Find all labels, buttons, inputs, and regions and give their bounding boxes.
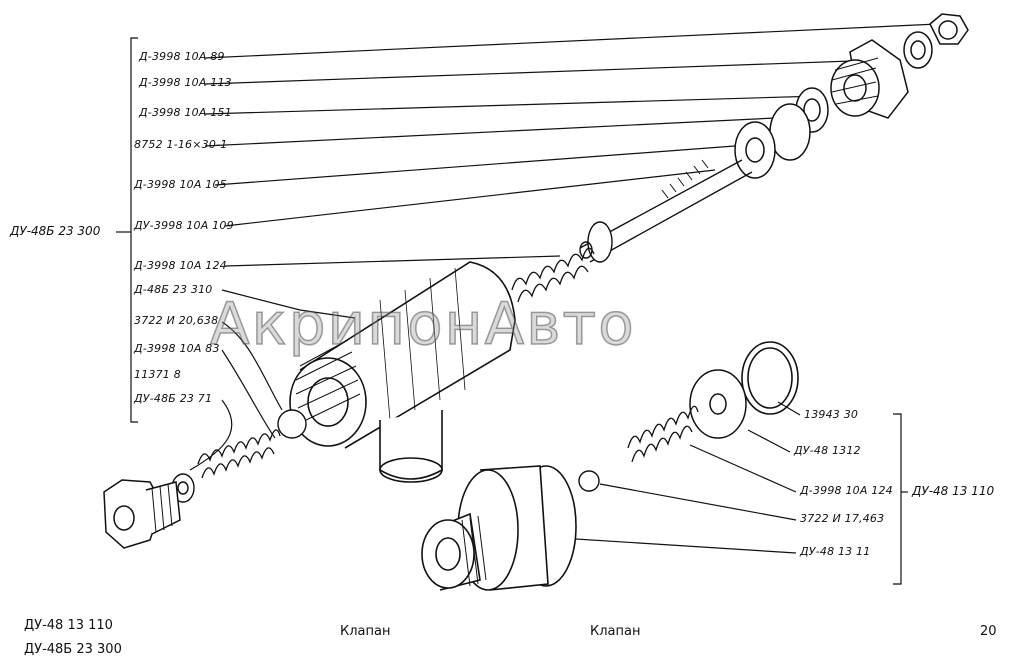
snap-ring — [741, 341, 799, 415]
left-part-label: 8752 1-16×30-1 — [134, 138, 228, 151]
left-part-label: 11371 8 — [134, 368, 181, 381]
right-part-label: ДУ-48 13 11 — [800, 545, 871, 558]
watermark: АкрипонАвто — [209, 289, 636, 359]
valve-body — [289, 261, 516, 483]
spring-seat-washer — [689, 369, 747, 439]
left-part-label: ДУ-48Б 23 71 — [134, 392, 213, 405]
adjust-screw — [830, 39, 909, 119]
footer-code-2: ДУ-48Б 23 300 — [24, 642, 122, 657]
right-part-label: ДУ-48 1312 — [794, 444, 861, 457]
left-part-label: Д-3998 10А 151 — [139, 106, 232, 119]
footer-title-1: Клапан — [340, 624, 391, 639]
left-part-label: Д-48Б 23 310 — [134, 283, 213, 296]
valve-stem — [579, 159, 753, 263]
right-part-label: 13943 30 — [804, 408, 859, 421]
right-leader-lines — [559, 401, 801, 554]
right-group-bracket — [893, 413, 902, 585]
left-part-label: 3722 И 20,638 — [134, 314, 219, 327]
right-part-label: 3722 И 17,463 — [800, 512, 885, 525]
ball-right — [578, 470, 600, 492]
left-part-label: Д-3998 10А 113 — [139, 76, 232, 89]
left-part-label: Д-3998 10А 89 — [139, 50, 225, 63]
locknut-ring — [903, 31, 933, 69]
left-part-label: ДУ-3998 10А 109 — [134, 219, 234, 232]
footer-code-1: ДУ-48 13 110 — [24, 618, 113, 633]
right-part-label: Д-3998 10А 124 — [800, 484, 893, 497]
spring-upper — [511, 247, 595, 303]
page-number: 20 — [980, 624, 997, 639]
ball-left — [277, 409, 307, 439]
top-nut — [929, 13, 969, 45]
left-leader-lines — [189, 23, 939, 471]
footer-title-2: Клапан — [590, 624, 641, 639]
left-part-label: Д-3998 10А 124 — [134, 259, 227, 272]
seat-bushing — [734, 103, 811, 179]
left-group-bracket — [130, 37, 138, 423]
spring-right — [627, 405, 699, 463]
left-assembly-label: ДУ-48Б 23 300 — [10, 224, 101, 238]
right-assembly-label: ДУ-48 13 110 — [912, 484, 995, 498]
left-part-label: Д-3998 10А 83 — [134, 342, 220, 355]
plug-left — [103, 479, 181, 549]
check-valve-body — [421, 465, 577, 591]
spring-left — [197, 429, 281, 479]
left-part-label: Д-3998 10А 105 — [134, 178, 227, 191]
